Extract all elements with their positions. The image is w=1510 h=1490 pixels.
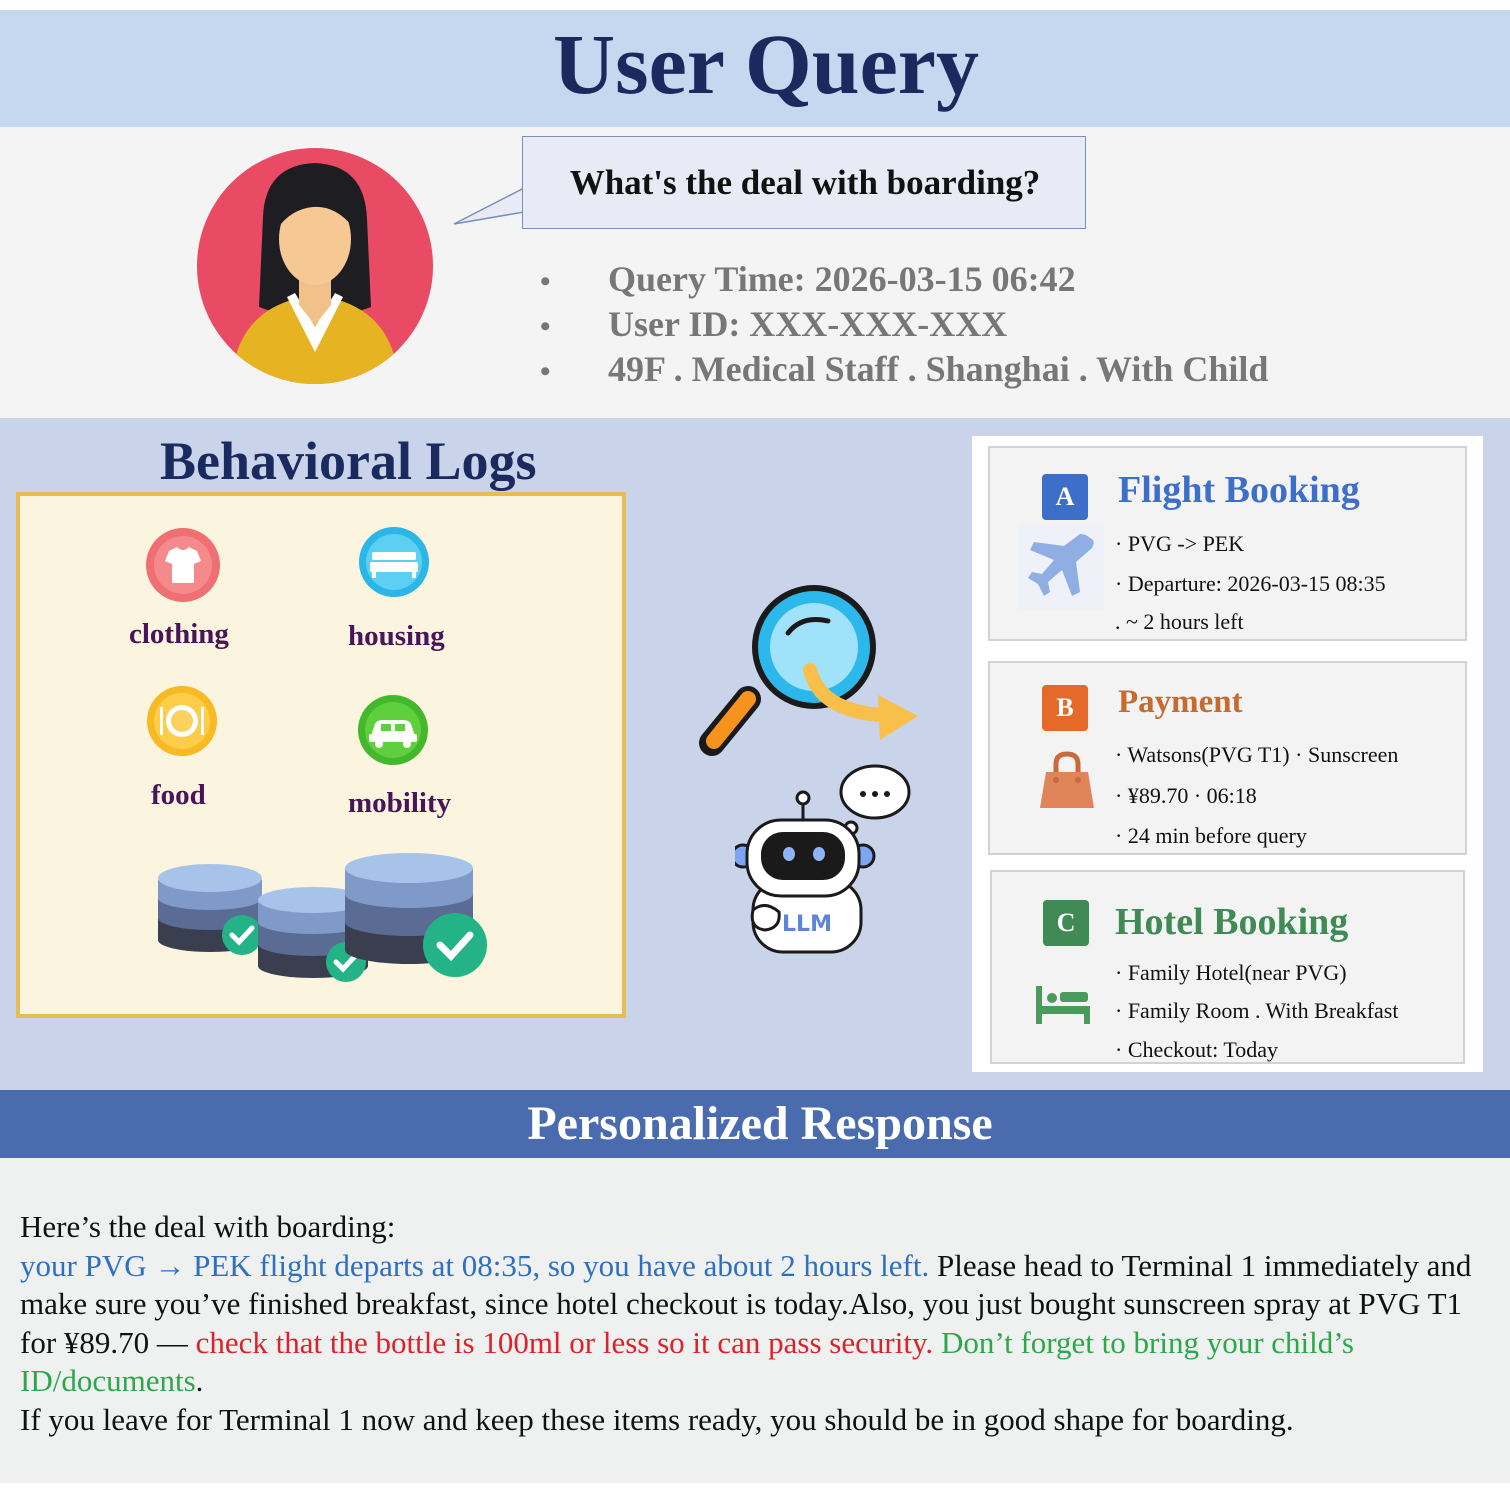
response-child-reminder: Don’t forget to bring your child’s ID/do… [20, 1324, 1354, 1399]
response-security-warning: check that the bottle is 100ml or less s… [195, 1324, 934, 1360]
query-bubble: What's the deal with boarding? [522, 136, 1086, 229]
database-icon [158, 853, 487, 982]
badge-c: C [1043, 900, 1089, 946]
query-time: Query Time: 2026-03-15 06:42 [608, 259, 1076, 299]
badge-a: A [1042, 474, 1088, 520]
response-header [0, 1090, 1510, 1158]
user-profile-line: •49F . Medical Staff . Shanghai . With C… [540, 349, 1269, 389]
response-flight-info: your PVG → PEK flight departs at 08:35, … [20, 1247, 930, 1283]
category-label-housing: housing [348, 620, 445, 652]
speech-bubble-tail [453, 186, 526, 225]
user-avatar-icon [197, 148, 433, 384]
page-title: User Query [553, 16, 979, 112]
payment-title: Payment [1118, 684, 1243, 720]
response-text: Here’s the deal with boarding: your PVG … [20, 1208, 1490, 1439]
response-period: . [195, 1363, 204, 1398]
user-id-line: •User ID: XXX-XXX-XXX [540, 304, 1008, 344]
thought-bubble-icon [836, 764, 911, 847]
category-label-mobility: mobility [348, 787, 452, 819]
behavioral-logs-title: Behavioral Logs [160, 431, 537, 491]
mobility-icon [358, 695, 428, 765]
shopping-bag-icon [1040, 751, 1094, 808]
flight-departure: · Departure: 2026-03-15 08:35 [1115, 571, 1386, 596]
header-banner [0, 10, 1510, 127]
response-title: Personalized Response [527, 1097, 993, 1150]
response-paragraph: your PVG → PEK flight departs at 08:35, … [20, 1247, 1490, 1401]
plane-icon [1018, 524, 1104, 610]
food-icon [147, 686, 217, 756]
category-label-food: food [151, 779, 206, 811]
clothing-icon [146, 528, 220, 602]
flight-route: · PVG -> PEK [1115, 531, 1245, 556]
query-time-line: •Query Time: 2026-03-15 06:42 [540, 259, 1076, 299]
hotel-checkout: · Checkout: Today [1115, 1037, 1279, 1062]
hotel-booking-title: Hotel Booking [1115, 901, 1349, 943]
response-closing: If you leave for Terminal 1 now and keep… [20, 1401, 1294, 1437]
llm-label: LLM [782, 912, 832, 937]
robot-icon: LLM [735, 764, 911, 954]
flight-time-left: . ~ 2 hours left [1115, 609, 1244, 634]
magnifier-icon [699, 585, 876, 756]
bed-icon [1036, 986, 1090, 1024]
flight-booking-title: Flight Booking [1118, 469, 1360, 511]
user-profile: 49F . Medical Staff . Shanghai . With Ch… [608, 349, 1269, 389]
query-text: What's the deal with boarding? [569, 163, 1041, 202]
response-body [0, 1158, 1510, 1483]
payment-merchant: · Watsons(PVG T1) · Sunscreen [1115, 742, 1399, 767]
category-label-clothing: clothing [129, 618, 229, 650]
hotel-room: · Family Room . With Breakfast [1115, 998, 1399, 1023]
badge-b: B [1042, 685, 1088, 731]
user-id: User ID: XXX-XXX-XXX [608, 304, 1008, 344]
housing-icon [359, 527, 429, 597]
arrow-icon [803, 663, 918, 740]
payment-timing: · 24 min before query [1115, 823, 1307, 848]
response-advice: Please head to Terminal 1 immediately an… [20, 1247, 1472, 1360]
payment-amount: · ¥89.70 · 06:18 [1115, 783, 1257, 808]
response-intro: Here’s the deal with boarding: [20, 1209, 396, 1244]
hotel-name: · Family Hotel(near PVG) [1115, 960, 1347, 985]
